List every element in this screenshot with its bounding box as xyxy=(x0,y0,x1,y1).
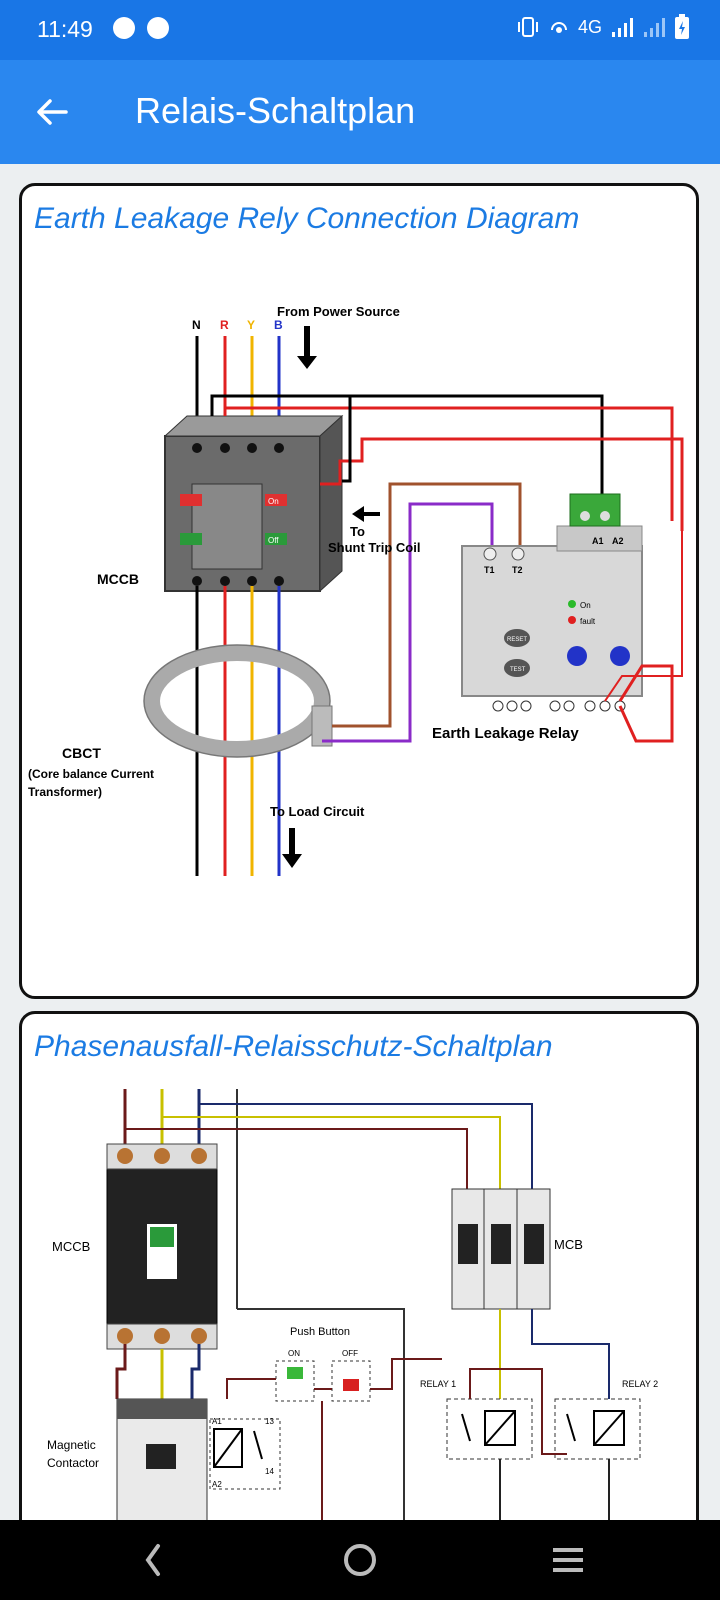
status-time: 11:49 xyxy=(37,16,93,42)
diagram-card-earth-leakage[interactable]: Earth Leakage Rely Connection Diagram N … xyxy=(19,183,699,999)
arrow-left-icon xyxy=(352,506,380,522)
label-magnetic: Magnetic xyxy=(47,1438,96,1452)
label-fault-led: fault xyxy=(580,617,596,626)
notification-icon xyxy=(113,17,135,39)
label-a1: A1 xyxy=(212,1417,222,1426)
page-title: Relais-Schaltplan xyxy=(135,90,416,131)
app-bar: Relais-Schaltplan xyxy=(0,60,720,164)
label-contactor: Contactor xyxy=(47,1456,99,1470)
label-cbct: CBCT xyxy=(62,745,101,761)
label-push-button: Push Button xyxy=(290,1326,350,1338)
notification-icon xyxy=(147,17,169,39)
battery-icon xyxy=(675,14,689,39)
label-n: N xyxy=(192,318,201,332)
status-bar: 11:49 4G xyxy=(0,0,720,60)
hotspot-icon xyxy=(550,22,567,33)
label-on: ON xyxy=(288,1349,300,1358)
label-to: To xyxy=(350,524,365,539)
status-icons: 4G xyxy=(516,14,690,40)
label-t2: T2 xyxy=(512,565,523,575)
label-y: Y xyxy=(247,318,255,332)
nav-back-icon[interactable] xyxy=(138,1538,168,1582)
label-from-source: From Power Source xyxy=(277,304,400,319)
label-mccb: MCCB xyxy=(97,571,139,587)
mccb-on-label: On xyxy=(268,497,279,506)
label-cbct-desc1: (Core balance Current xyxy=(28,767,154,781)
label-mcb: MCB xyxy=(554,1237,583,1252)
signal-weak-icon xyxy=(644,18,665,37)
label-r: R xyxy=(220,318,229,332)
label-a2: A2 xyxy=(212,1480,222,1489)
mccb-off-label: Off xyxy=(268,536,279,545)
label-off: OFF xyxy=(342,1349,358,1358)
diagram-card-phase-failure[interactable]: Phasenausfall-Relaisschutz-Schaltplan MC… xyxy=(19,1011,699,1571)
navigation-bar xyxy=(0,1520,720,1600)
label-relay1: RELAY 1 xyxy=(420,1379,456,1389)
nav-menu-icon[interactable] xyxy=(550,1538,586,1582)
label-to-load: To Load Circuit xyxy=(270,804,365,819)
nav-home-icon[interactable] xyxy=(342,1538,378,1582)
earth-leakage-diagram: N R Y B From Power Source On Off MCCB CB… xyxy=(28,304,684,876)
phase-failure-diagram: MCCB MCB RELAY 1 RELAY 2 Push Button ON xyxy=(47,1089,658,1530)
label-cbct-desc2: Transformer) xyxy=(28,785,102,799)
label-reset: RESET xyxy=(507,637,527,643)
label-on-led: On xyxy=(580,601,591,610)
label-elr: Earth Leakage Relay xyxy=(432,725,579,742)
label-a1: A1 xyxy=(592,536,604,546)
card-title: Earth Leakage Rely Connection Diagram xyxy=(34,202,580,235)
label-a2: A2 xyxy=(612,536,624,546)
network-type: 4G xyxy=(577,16,602,37)
label-t1: T1 xyxy=(484,565,495,575)
label-13: 13 xyxy=(265,1417,274,1426)
label-shunt: Shunt Trip Coil xyxy=(328,540,420,555)
vibrate-icon xyxy=(517,17,538,37)
label-test: TEST xyxy=(510,667,526,673)
signal-icon xyxy=(612,18,633,37)
card-title: Phasenausfall-Relaisschutz-Schaltplan xyxy=(34,1030,553,1063)
label-relay2: RELAY 2 xyxy=(622,1379,658,1389)
back-arrow-icon[interactable] xyxy=(34,94,70,130)
label-b: B xyxy=(274,318,283,332)
arrow-down-icon xyxy=(297,326,317,369)
arrow-down-icon xyxy=(282,828,302,868)
label-14: 14 xyxy=(265,1467,274,1476)
label-mccb: MCCB xyxy=(52,1239,90,1254)
